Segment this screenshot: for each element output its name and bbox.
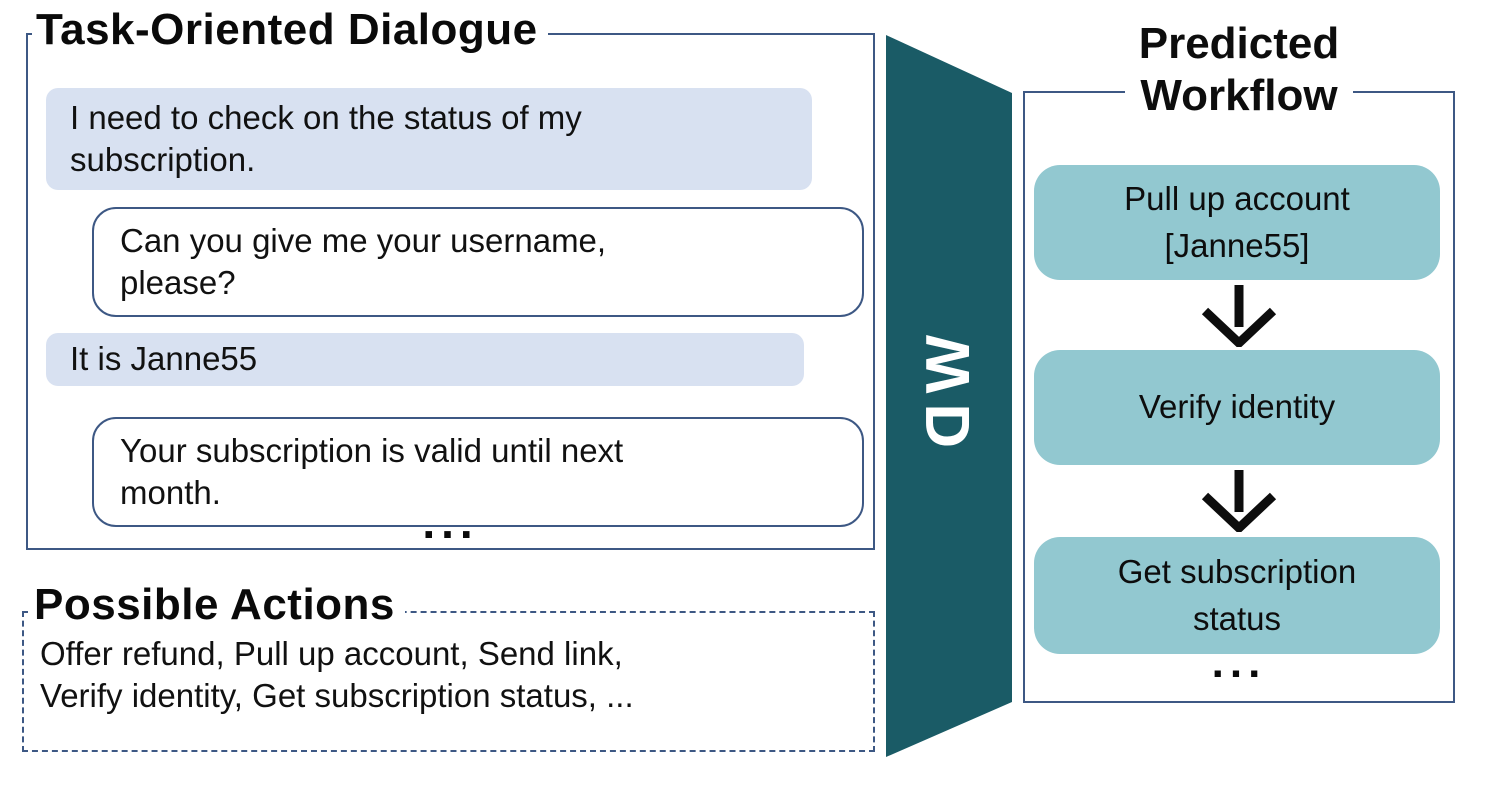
workflow-step: Verify identity xyxy=(1034,350,1440,465)
actions-panel: Offer refund, Pull up account, Send link… xyxy=(22,611,875,752)
workflow-step: Get subscription status xyxy=(1034,537,1440,654)
actions-panel-title: Possible Actions xyxy=(30,580,405,631)
arrow-down-icon xyxy=(1201,470,1277,532)
workflow-panel-title-text: Predicted Workflow xyxy=(1124,18,1354,122)
workflow-step: Pull up account [Janne55] xyxy=(1034,165,1440,280)
arrow-down-row xyxy=(1025,285,1453,347)
arrow-down-icon xyxy=(1201,285,1277,347)
agent-message-bubble: Can you give me your username, please? xyxy=(92,207,864,318)
agent-message-bubble: Your subscription is valid until next mo… xyxy=(92,417,864,528)
workflow-panel-title: Predicted Workflow xyxy=(1023,18,1455,122)
dialogue-panel: I need to check on the status of my subs… xyxy=(26,33,875,550)
dialogue-ellipsis: ... xyxy=(422,496,479,548)
workflow-panel: Pull up account [Janne55] Verify identit… xyxy=(1023,91,1455,703)
dialogue-panel-title: Task-Oriented Dialogue xyxy=(32,5,548,56)
customer-message-bubble: I need to check on the status of my subs… xyxy=(46,88,812,191)
arrow-down-row xyxy=(1025,470,1453,532)
actions-list-text: Offer refund, Pull up account, Send link… xyxy=(40,635,634,714)
wd-label-container: WD xyxy=(886,35,1012,757)
customer-message-bubble: It is Janne55 xyxy=(46,333,804,387)
workflow-ellipsis: ... xyxy=(1211,638,1267,687)
wd-flag-shape xyxy=(886,35,1012,757)
wd-label: WD xyxy=(914,334,984,458)
